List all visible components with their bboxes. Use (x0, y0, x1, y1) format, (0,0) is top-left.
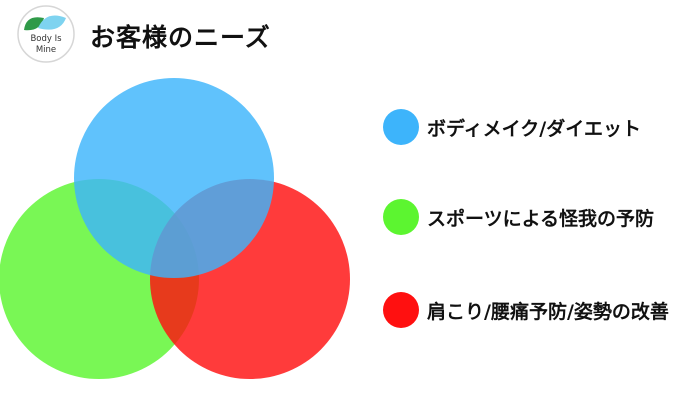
legend-dot-bodymake (383, 109, 419, 145)
brand-logo: Body Is Mine (17, 5, 75, 63)
page-title: お客様のニーズ (90, 23, 271, 52)
legend-label-posture: 肩こり/腰痛予防/姿勢の改善 (427, 300, 669, 323)
legend-dot-posture (383, 292, 419, 328)
legend-label-bodymake: ボディメイク/ダイエット (427, 117, 642, 140)
legend-dot-sports (383, 199, 419, 235)
logo-text-line1: Body Is (30, 34, 62, 44)
legend-item-sports: スポーツによる怪我の予防 (383, 199, 654, 235)
venn-circle-bodymake (74, 78, 274, 278)
legend-item-bodymake: ボディメイク/ダイエット (383, 109, 641, 145)
leaf-right-icon (38, 15, 66, 30)
legend-label-sports: スポーツによる怪我の予防 (427, 207, 655, 230)
legend-item-posture: 肩こり/腰痛予防/姿勢の改善 (383, 292, 669, 328)
leaf-left-icon (24, 17, 44, 31)
logo-text-line2: Mine (36, 45, 56, 55)
venn-diagram (0, 78, 350, 379)
